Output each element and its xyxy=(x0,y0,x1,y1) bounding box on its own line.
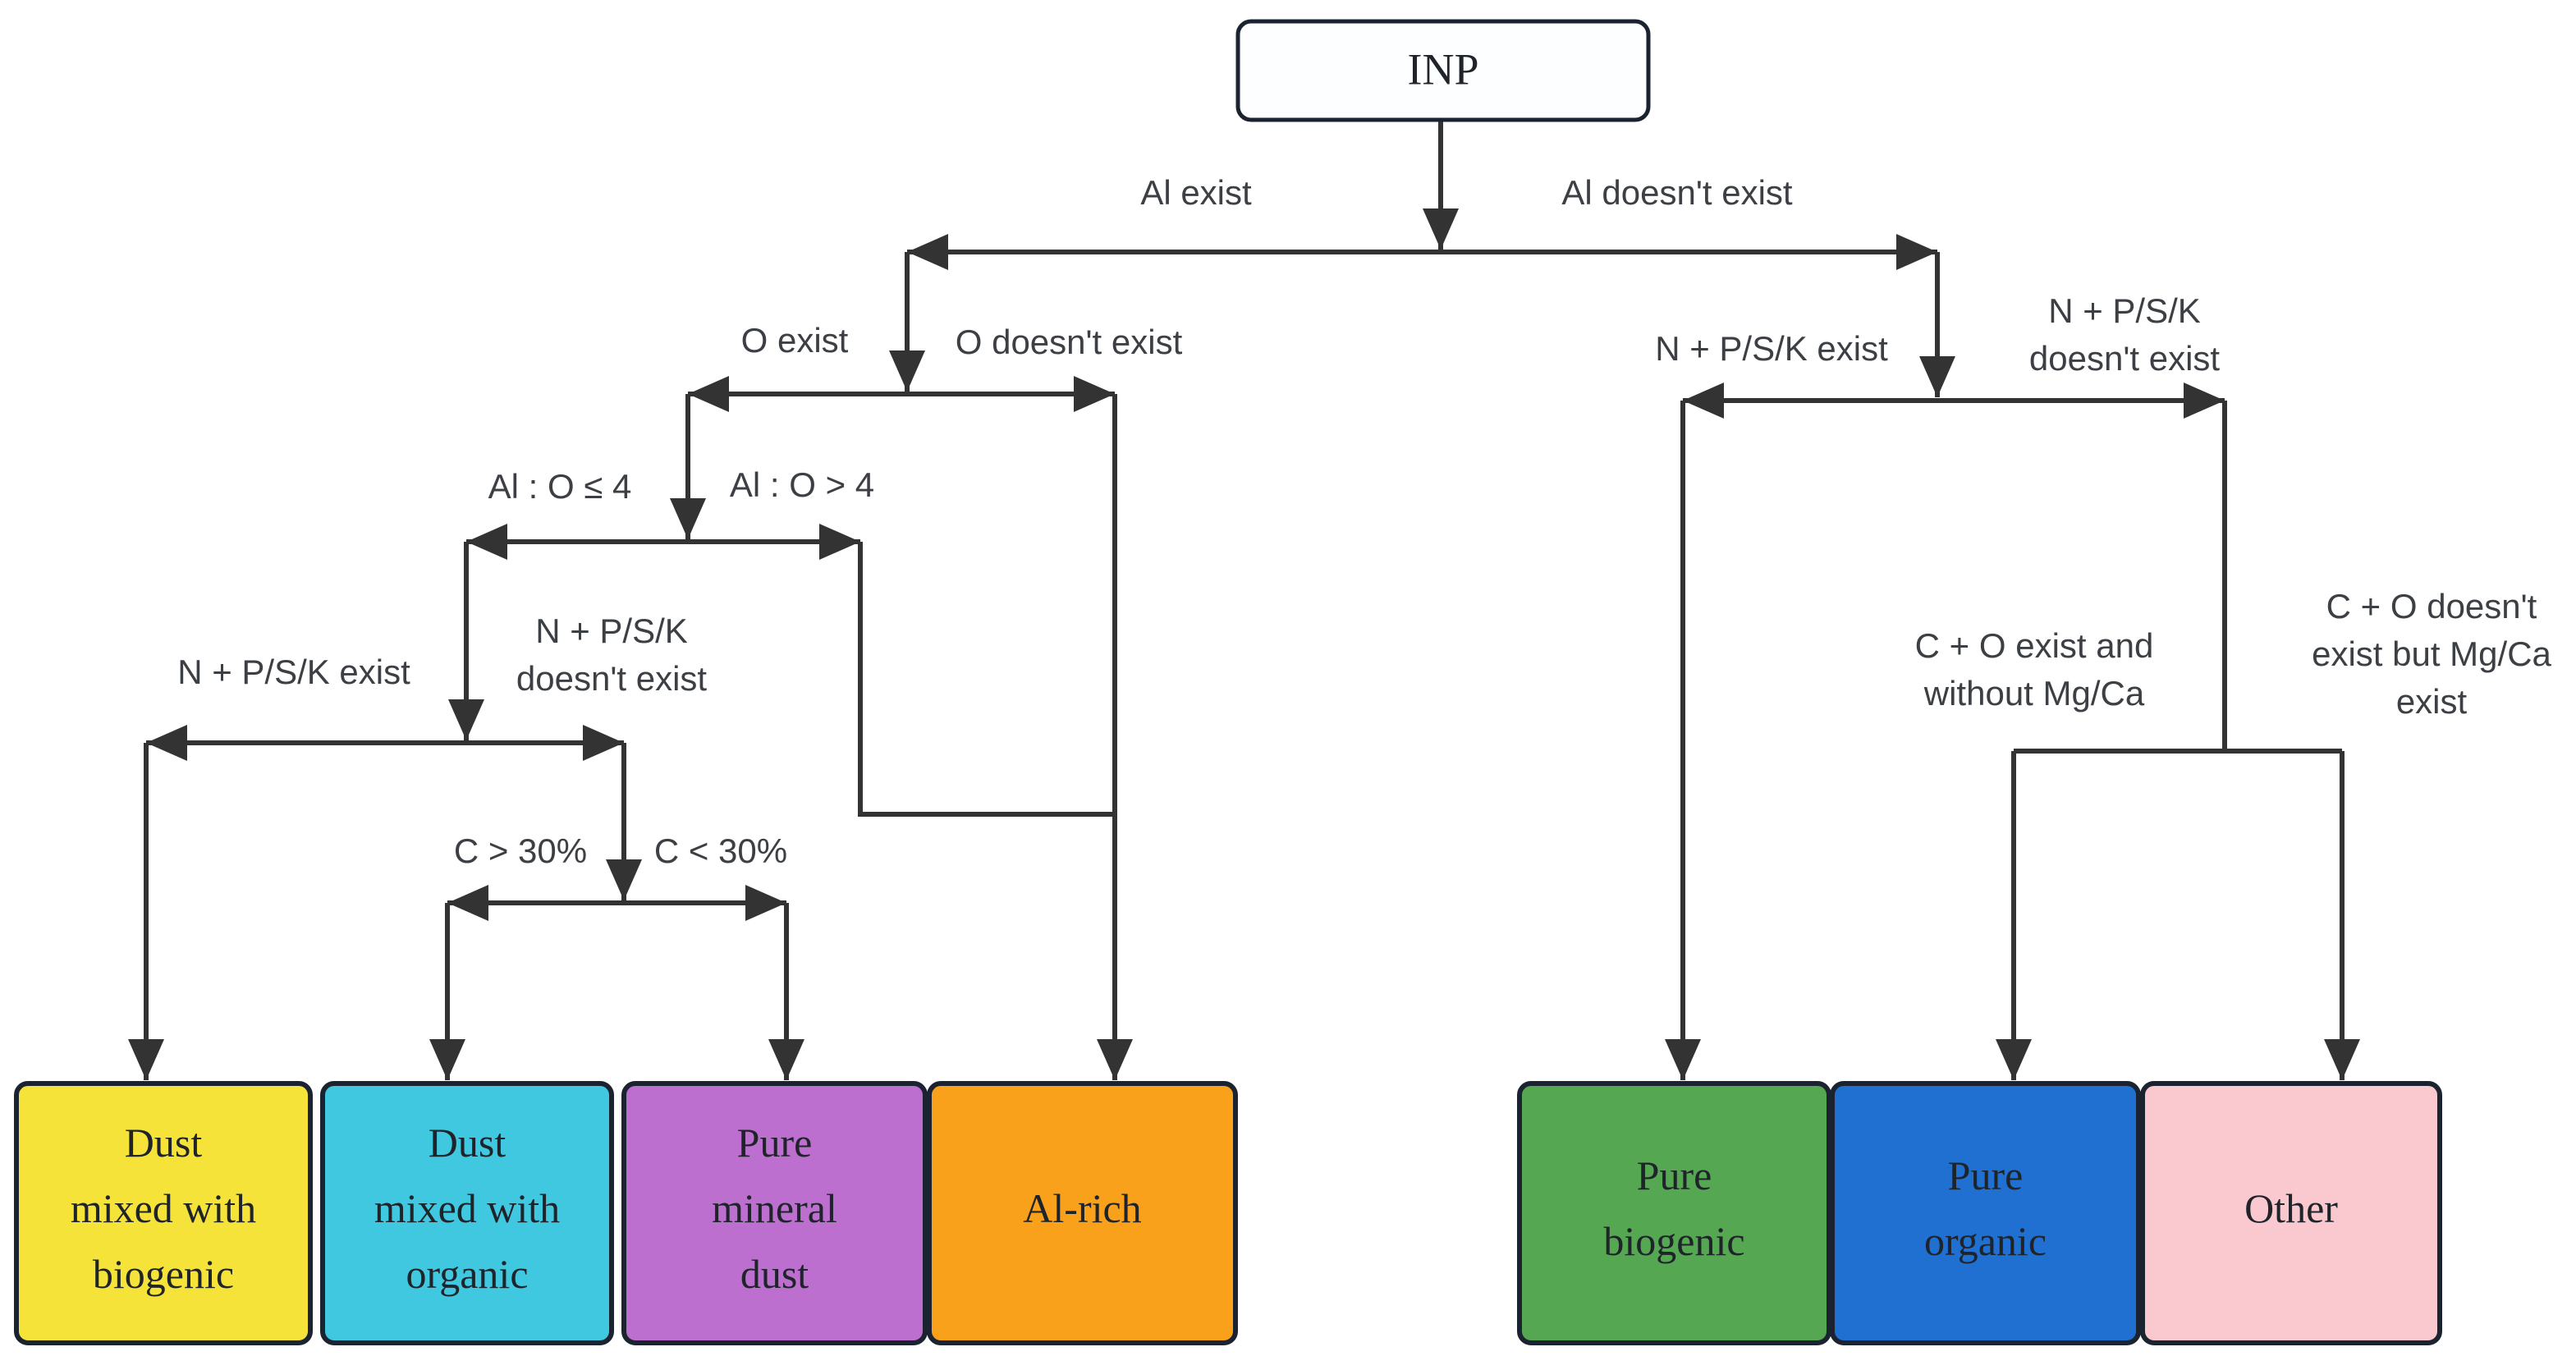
node-pure-mineral-dust xyxy=(621,1081,928,1345)
node-pure-organic xyxy=(1830,1081,2141,1345)
edge-label: Al exist xyxy=(1140,173,1252,212)
arrowhead-icon xyxy=(745,885,786,921)
arrowhead-icon xyxy=(889,350,925,392)
arrowhead-icon xyxy=(688,376,729,412)
edge-label: C > 30% xyxy=(454,831,587,870)
node-label-al-rich: Al-rich xyxy=(1023,1185,1141,1231)
edge-label: N + P/S/K exist xyxy=(177,653,410,691)
arrowhead-icon xyxy=(1996,1039,2032,1080)
arrowhead-icon xyxy=(1097,1039,1133,1080)
node-label-inp: INP xyxy=(1407,44,1478,94)
arrowhead-icon xyxy=(146,725,187,761)
arrowhead-icon xyxy=(1919,356,1955,397)
node-other xyxy=(2140,1081,2442,1345)
edge-alo-gt4-elbow xyxy=(858,542,1115,817)
edge-label: N + P/S/K exist xyxy=(1655,329,1888,368)
node-label-other: Other xyxy=(2244,1185,2338,1231)
arrowhead-icon xyxy=(447,885,488,921)
node-al-rich xyxy=(927,1081,1238,1345)
edge-label: Al doesn't exist xyxy=(1561,173,1792,212)
arrowhead-icon xyxy=(2184,383,2225,419)
arrowhead-icon xyxy=(128,1039,164,1080)
arrowhead-icon xyxy=(583,725,624,761)
edge-label: O exist xyxy=(741,321,849,360)
arrowhead-icon xyxy=(1683,383,1724,419)
arrowhead-icon xyxy=(768,1039,804,1080)
edge-label: O doesn't exist xyxy=(956,323,1183,361)
edge-label: C < 30% xyxy=(654,831,787,870)
node-pure-biogenic xyxy=(1517,1081,1831,1345)
arrowhead-icon xyxy=(429,1039,465,1080)
arrowhead-icon xyxy=(1896,234,1937,270)
node-dust-mixed-with-organic xyxy=(320,1081,614,1345)
arrowhead-icon xyxy=(819,524,860,560)
arrowhead-icon xyxy=(1074,376,1115,412)
arrowhead-icon xyxy=(466,524,507,560)
arrowhead-icon xyxy=(907,234,948,270)
edge-label: Al : O > 4 xyxy=(730,465,874,504)
node-inp xyxy=(1235,19,1651,122)
arrowhead-icon xyxy=(2324,1039,2360,1080)
arrowhead-icon xyxy=(606,859,642,900)
arrowhead-icon xyxy=(1423,208,1459,250)
arrowhead-icon xyxy=(1665,1039,1701,1080)
arrowhead-icon xyxy=(670,498,706,539)
node-dust-mixed-with-biogenic xyxy=(14,1081,313,1345)
arrowhead-icon xyxy=(448,699,484,740)
edge-label: Al : O ≤ 4 xyxy=(488,467,632,506)
